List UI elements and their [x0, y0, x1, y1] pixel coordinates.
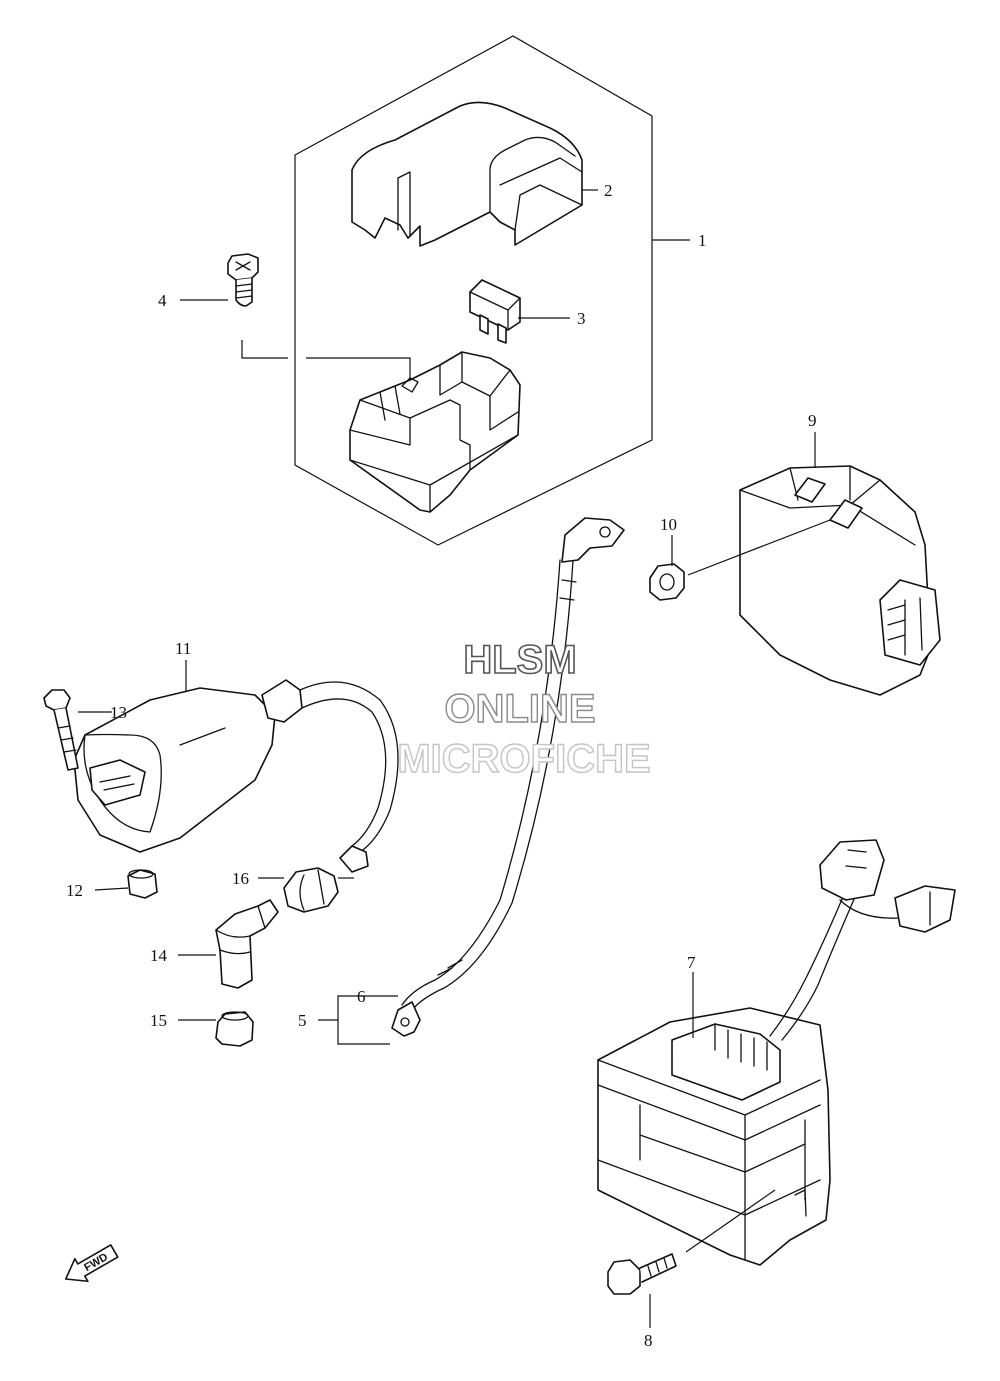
leader-lines: [78, 189, 831, 1328]
fwd-label: FWD: [82, 1251, 110, 1274]
part-16-boot[interactable]: [283, 867, 339, 913]
part-7-regulator[interactable]: [597, 839, 956, 1266]
part-8-screw[interactable]: [607, 1253, 677, 1295]
assembly-1-boundary: [294, 35, 653, 546]
part-9-control-unit[interactable]: [739, 465, 941, 696]
watermark-line-3: MICROFICHE: [397, 737, 650, 781]
callout-6: 6: [357, 987, 366, 1006]
watermark: HLSM ONLINE MICROFICHE: [397, 637, 652, 782]
callout-13: 13: [110, 703, 127, 722]
callout-1: 1: [698, 231, 707, 250]
part-10-nut[interactable]: [649, 563, 685, 601]
part-13-bolt[interactable]: [43, 689, 79, 771]
part-12-collar[interactable]: [127, 869, 158, 899]
callout-8: 8: [644, 1331, 653, 1350]
callout-labels: 1 2 3 4 5 6 7 8 9 10 11 12 13 14 15 16: [66, 181, 817, 1350]
callout-11: 11: [175, 639, 191, 658]
callout-7: 7: [687, 953, 696, 972]
part-4-screw[interactable]: [227, 253, 259, 307]
fwd-arrow-icon: FWD: [64, 1244, 119, 1283]
part-11-ignition-coil[interactable]: [73, 679, 399, 873]
part-3-fuse[interactable]: [469, 279, 521, 344]
watermark-line-2: ONLINE: [444, 687, 595, 731]
callout-16: 16: [232, 869, 249, 888]
callout-15: 15: [150, 1011, 167, 1030]
callout-5: 5: [298, 1011, 307, 1030]
part-2-cover[interactable]: [351, 101, 583, 247]
relay-body: [349, 351, 521, 513]
callout-9: 9: [808, 411, 817, 430]
part-6-battery-cable[interactable]: [391, 517, 625, 1037]
callout-2: 2: [604, 181, 613, 200]
callout-12: 12: [66, 881, 83, 900]
part-14-plug-cap[interactable]: [215, 899, 279, 989]
part-15-sleeve[interactable]: [215, 1011, 254, 1047]
watermark-line-1: HLSM: [463, 638, 576, 682]
callout-10: 10: [660, 515, 677, 534]
callout-3: 3: [577, 309, 586, 328]
callout-14: 14: [150, 946, 168, 965]
callout-4: 4: [158, 291, 167, 310]
